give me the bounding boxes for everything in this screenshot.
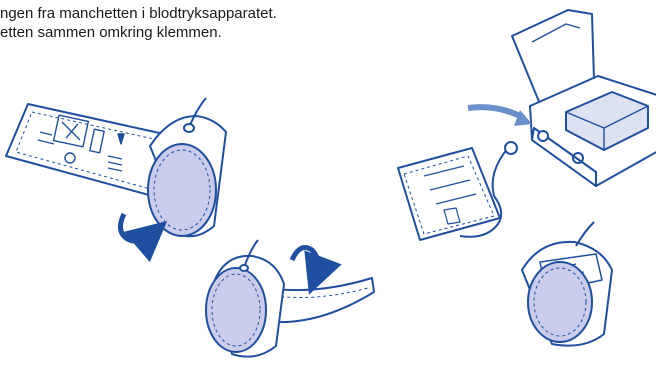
- cuff-roll-illustration: [206, 240, 374, 357]
- hose-plug: [505, 142, 517, 154]
- flat-cuff-sheet: [6, 104, 164, 198]
- rolled-cuff-tube: [576, 222, 594, 246]
- connector-port-icon: [538, 131, 548, 141]
- rolled-cuff-face: [528, 262, 592, 342]
- cuff-roll-face-2: [206, 268, 266, 352]
- cuff-unroll-illustration: [6, 98, 226, 241]
- monitor-connect-illustration: [398, 10, 656, 240]
- roll-arrow-curl: [292, 248, 318, 276]
- connect-arrow: [468, 107, 524, 118]
- folded-cuff: [398, 148, 500, 240]
- cuff-rolled-clamp-illustration: [522, 222, 612, 346]
- tube-connector: [184, 124, 194, 132]
- cuff-roll-face: [148, 144, 216, 236]
- roll-arrow-left: [120, 214, 152, 241]
